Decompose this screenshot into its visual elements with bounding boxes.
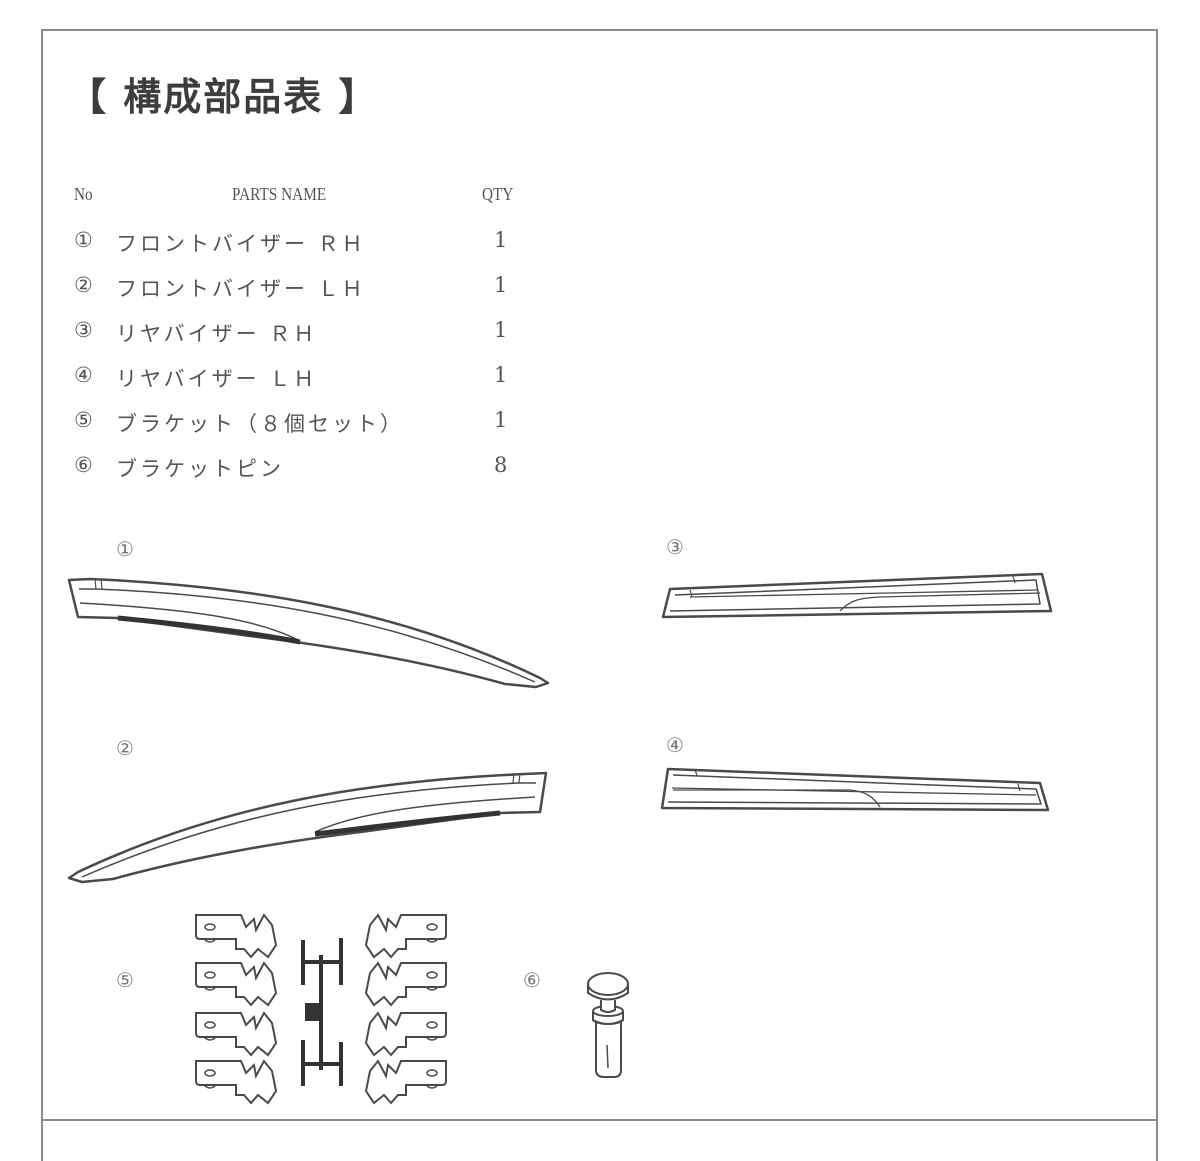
- row-part-name: フロントバイザー ＲＨ: [116, 232, 366, 256]
- row-number: ⑤: [74, 408, 93, 432]
- row-part-name: リヤバイザー ＲＨ: [116, 322, 318, 346]
- header-no: No: [74, 184, 93, 204]
- illustration-label-6: ⑥: [523, 968, 541, 992]
- row-part-name: ブラケットピン: [116, 457, 284, 481]
- row-part-name: フロントバイザー ＬＨ: [116, 277, 366, 301]
- row-qty: 8: [494, 453, 508, 477]
- illustration-label-3: ③: [666, 535, 684, 559]
- row-number: ③: [74, 318, 93, 342]
- row-number: ⑥: [74, 453, 93, 477]
- illustration-label-2: ②: [116, 736, 134, 760]
- row-number: ①: [74, 228, 93, 252]
- illustration-label-4: ④: [666, 733, 684, 757]
- header-parts-name: PARTS NAME: [232, 184, 327, 204]
- header-qty: QTY: [482, 184, 514, 204]
- row-qty: 1: [494, 228, 508, 252]
- bottom-divider: [41, 1119, 1156, 1121]
- row-part-name: リヤバイザー ＬＨ: [116, 367, 318, 391]
- row-part-name: ブラケット（８個セット）: [116, 412, 404, 436]
- row-qty: 1: [494, 408, 508, 432]
- row-qty: 1: [494, 273, 508, 297]
- illustration-label-1: ①: [116, 537, 134, 561]
- row-qty: 1: [494, 363, 508, 387]
- row-number: ④: [74, 363, 93, 387]
- page-title: 【 構成部品表 】: [68, 75, 379, 119]
- document-frame: [41, 29, 1158, 1161]
- row-qty: 1: [494, 318, 508, 342]
- illustration-label-5: ⑤: [116, 968, 134, 992]
- row-number: ②: [74, 273, 93, 297]
